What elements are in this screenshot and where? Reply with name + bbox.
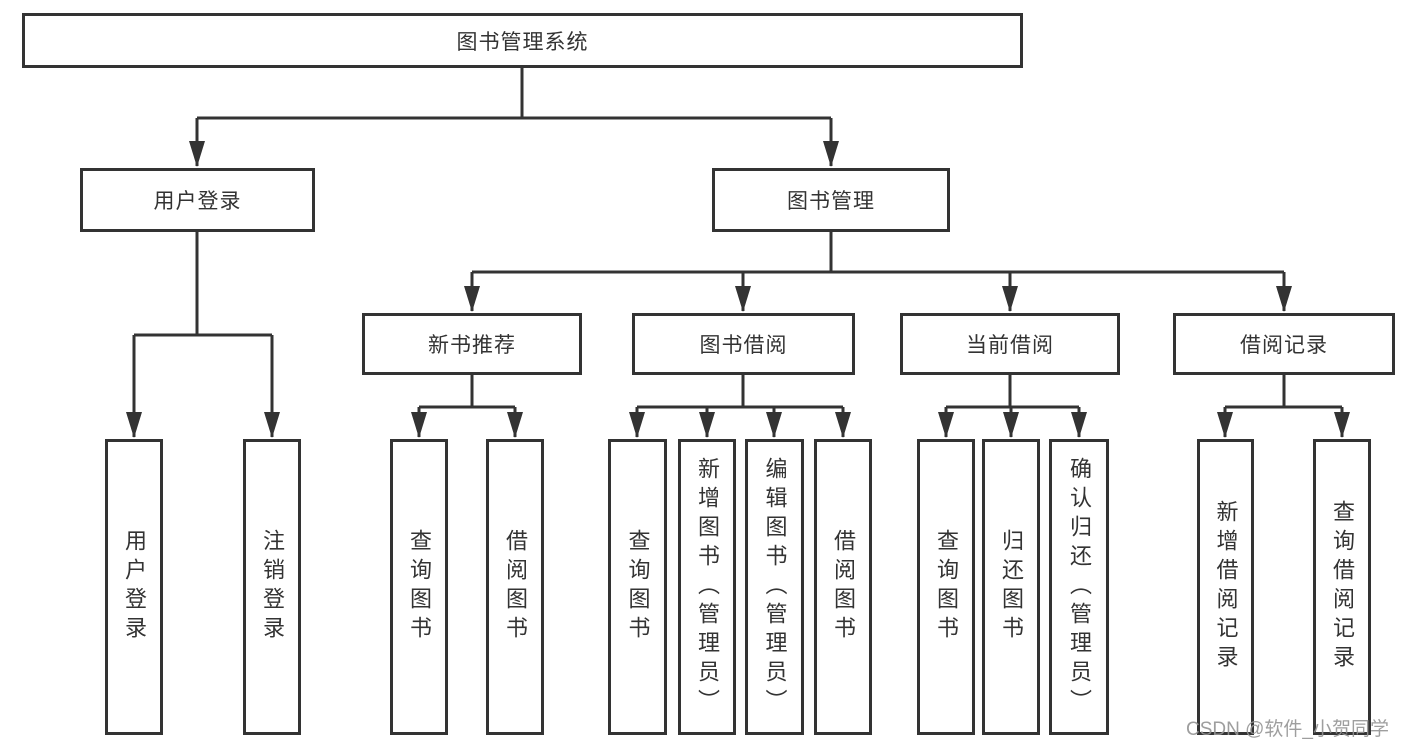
node-current-borrow: 当前借阅	[900, 313, 1120, 375]
leaf-add-book-admin: 新增图书（管理员）	[678, 439, 736, 735]
leaf-borrow-books-2-label: 借阅图书	[831, 529, 856, 645]
node-current-borrow-label: 当前借阅	[966, 334, 1054, 357]
node-borrow-records-label: 借阅记录	[1240, 334, 1328, 357]
leaf-query-books-2: 查询图书	[608, 439, 667, 735]
node-new-book-recommend-label: 新书推荐	[428, 334, 516, 357]
leaf-edit-book-admin: 编辑图书（管理员）	[745, 439, 804, 735]
node-book-management-label: 图书管理	[787, 190, 875, 213]
leaf-return-books: 归还图书	[982, 439, 1040, 735]
leaf-query-books-1-label: 查询图书	[407, 529, 432, 645]
leaf-add-borrow-record: 新增借阅记录	[1197, 439, 1254, 735]
leaf-logout-label: 注销登录	[260, 529, 285, 645]
leaf-confirm-return-admin: 确认归还（管理员）	[1049, 439, 1109, 735]
leaf-query-books-3-label: 查询图书	[934, 529, 959, 645]
leaf-confirm-return-admin-label: 确认归还（管理员）	[1067, 456, 1092, 718]
leaf-query-books-3: 查询图书	[917, 439, 975, 735]
connector-lines	[126, 68, 1350, 438]
leaf-query-books-2-label: 查询图书	[625, 529, 651, 645]
leaf-add-borrow-record-label: 新增借阅记录	[1213, 500, 1239, 674]
node-user-login-label: 用户登录	[153, 190, 242, 213]
node-book-borrow-label: 图书借阅	[699, 334, 788, 357]
leaf-user-login: 用户登录	[105, 439, 163, 735]
leaf-user-login-label: 用户登录	[122, 529, 147, 645]
leaf-borrow-books-2: 借阅图书	[814, 439, 872, 735]
node-book-borrow: 图书借阅	[632, 313, 855, 375]
leaf-edit-book-admin-label: 编辑图书（管理员）	[762, 456, 788, 718]
node-root-label: 图书管理系统	[456, 30, 589, 54]
leaf-borrow-books-1: 借阅图书	[486, 439, 544, 735]
leaf-query-books-1: 查询图书	[390, 439, 448, 735]
leaf-query-borrow-record: 查询借阅记录	[1313, 439, 1371, 735]
leaf-add-book-admin-label: 新增图书（管理员）	[695, 456, 720, 718]
node-borrow-records: 借阅记录	[1173, 313, 1395, 375]
node-new-book-recommend: 新书推荐	[362, 313, 582, 375]
leaf-borrow-books-1-label: 借阅图书	[503, 529, 528, 645]
leaf-logout: 注销登录	[243, 439, 301, 735]
leaf-query-borrow-record-label: 查询借阅记录	[1330, 500, 1355, 674]
node-root: 图书管理系统	[22, 13, 1023, 68]
leaf-return-books-label: 归还图书	[999, 529, 1024, 645]
node-user-login: 用户登录	[80, 168, 315, 232]
node-book-management: 图书管理	[712, 168, 950, 232]
